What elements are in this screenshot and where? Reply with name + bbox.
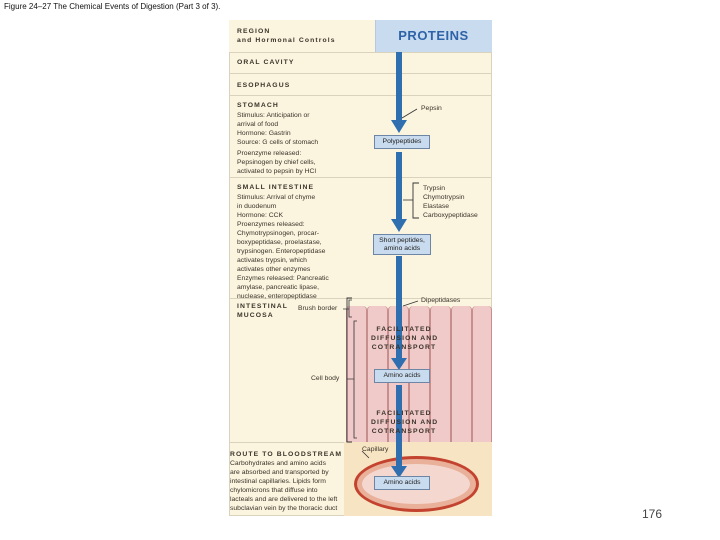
small-intestine-line: Proenzymes released: (237, 221, 305, 228)
flow-arrow-shaft (396, 152, 402, 227)
facilitated-diffusion-label: DIFFUSION AND (371, 419, 439, 426)
separator-line (229, 52, 492, 53)
region-sublabel: and Hormonal Controls (237, 37, 336, 44)
facilitated-diffusion-label: FACILITATED (376, 326, 432, 333)
flow-arrow-shaft (396, 52, 402, 128)
small-intestine-line: activates trypsin, which (237, 257, 307, 264)
facilitated-diffusion-label: COTRANSPORT (371, 344, 437, 351)
elastase-label: Elastase (423, 203, 450, 210)
brush-border-bracket (348, 299, 352, 318)
facilitated-diffusion-label: COTRANSPORT (371, 428, 437, 435)
intestinal-mucosa-label: MUCOSA (237, 312, 274, 319)
small-intestine-line: boxypeptidase, proelastase, (237, 239, 322, 246)
separator-line (229, 95, 492, 96)
esophagus-label: ESOPHAGUS (237, 82, 291, 89)
pepsin-label: Pepsin (421, 105, 442, 112)
separator-line (229, 298, 492, 299)
enzyme-bracket (412, 182, 419, 219)
region-header (229, 20, 375, 52)
stomach-line: Proenzyme released: (237, 150, 302, 157)
small-intestine-line: nuclease, enteropeptidase (237, 293, 317, 300)
figure-caption: Figure 24–27 The Chemical Events of Dige… (4, 2, 221, 11)
amino-acids-blood-box: Amino acids (374, 476, 430, 490)
short-peptides-label: amino acids (383, 245, 421, 252)
small-intestine-line: Enzymes released: Pancreatic (237, 275, 329, 282)
proteins-header (375, 20, 492, 52)
capillary-label: Capillary (362, 446, 389, 453)
capillary-pointer (361, 450, 370, 459)
stomach-line: Hormone: Gastrin (237, 130, 291, 137)
route-line: are absorbed and transported by (230, 469, 329, 476)
separator-line (229, 73, 492, 74)
small-intestine-line: amylase, pancreatic lipase, (237, 284, 319, 291)
epithelial-cell (451, 306, 472, 442)
flow-arrowhead (391, 358, 407, 370)
route-line: lacteals and are delivered to the left (230, 496, 338, 503)
trypsin-label: Trypsin (423, 185, 446, 192)
flow-arrowhead (391, 466, 407, 478)
facilitated-diffusion-label: DIFFUSION AND (371, 335, 439, 342)
mucosa-bracket (346, 297, 352, 443)
route-line: subclavian vein by the thoracic duct (230, 505, 338, 512)
carboxypeptidase-label: Carboxypeptidase (423, 212, 478, 219)
epithelial-cell (430, 306, 451, 442)
separator-line (229, 177, 492, 178)
route-title: ROUTE TO BLOODSTREAM (230, 451, 343, 458)
route-line: chylomicrons that diffuse into (230, 487, 318, 494)
epithelial-cell (472, 306, 492, 442)
small-intestine-line: trypsinogen. Enteropeptidase (237, 248, 326, 255)
facilitated-diffusion-label: FACILITATED (376, 410, 432, 417)
stomach-line: Stimulus: Anticipation or (237, 112, 310, 119)
dipeptidases-pointer (402, 300, 419, 307)
intestinal-mucosa-label: INTESTINAL (237, 303, 289, 310)
epithelial-cell (346, 306, 367, 442)
flow-arrowhead (391, 120, 407, 133)
brush-border-label: Brush border (298, 305, 338, 312)
small-intestine-line: in duodenum (237, 203, 277, 210)
chymotrypsin-label: Chymotrypsin (423, 194, 465, 201)
small-intestine-line: Hormone: CCK (237, 212, 284, 219)
small-intestine-title: SMALL INTESTINE (237, 184, 315, 191)
amino-acids-cell-box: Amino acids (374, 369, 430, 383)
cell-body-bracket (353, 320, 357, 439)
small-intestine-line: Stimulus: Arrival of chyme (237, 194, 316, 201)
short-peptides-label: Short peptides, (379, 237, 425, 244)
stomach-line: arrival of food (237, 121, 279, 128)
polypeptides-box: Polypeptides (374, 135, 430, 149)
route-line: Carbohydrates and amino acids (230, 460, 326, 467)
small-intestine-line: activates other enzymes (237, 266, 311, 273)
stomach-line: Source: G cells of stomach (237, 139, 319, 146)
region-label: REGION (237, 28, 271, 35)
cell-body-label: Cell body (311, 375, 340, 382)
stomach-line: Pepsinogen by chief cells, (237, 159, 316, 166)
oral-cavity-label: ORAL CAVITY (237, 59, 295, 66)
proteins-title: PROTEINS (398, 28, 469, 43)
flow-arrow-shaft (396, 256, 402, 366)
stomach-title: STOMACH (237, 102, 279, 109)
flow-arrowhead (391, 219, 407, 232)
stomach-line: activated to pepsin by HCl (237, 168, 316, 175)
page-number: 176 (642, 507, 663, 521)
dipeptidases-label: Dipeptidases (421, 297, 461, 304)
short-peptides-box: Short peptides, amino acids (373, 234, 431, 255)
flow-arrow-shaft (396, 385, 402, 473)
small-intestine-line: Chymotrypsinogen, procar- (237, 230, 319, 237)
pepsin-pointer (401, 108, 418, 119)
route-line: intestinal capillaries. Lipids form (230, 478, 326, 485)
